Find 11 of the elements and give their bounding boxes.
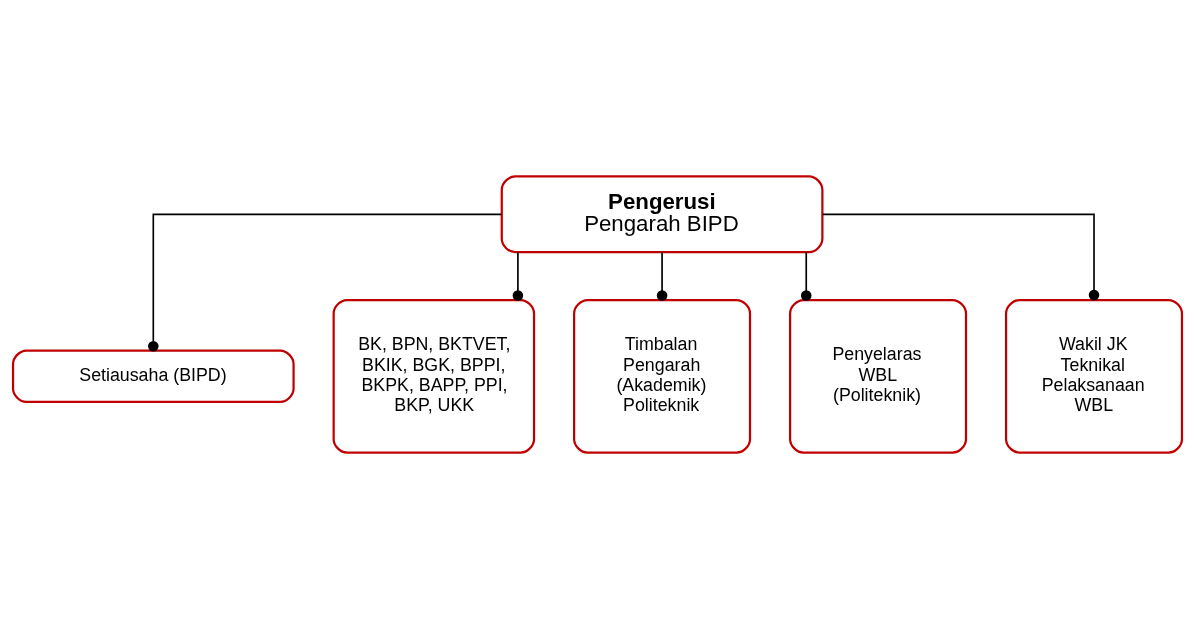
node-box: Pengerusi Pengarah BIPD: [500, 175, 824, 254]
connector: [512, 251, 524, 301]
node-box: BK, BPN, BKTVET, BKIK, BGK, BPPI, BKPK, BAPP, PPI, BKP, UKK: [332, 298, 536, 454]
connector: [656, 251, 668, 301]
connector: [148, 213, 503, 352]
node-box: Penyelaras WBL (Politeknik): [789, 298, 968, 454]
connector: [821, 213, 1100, 301]
node-box: Wakil JK Teknikal Pelaksanaan WBL: [1004, 298, 1184, 454]
node-box: Setiausaha (BIPD): [11, 349, 295, 403]
node-box: Timbalan Pengarah (Akademik) Politeknik: [573, 298, 752, 454]
connector: [800, 251, 812, 301]
